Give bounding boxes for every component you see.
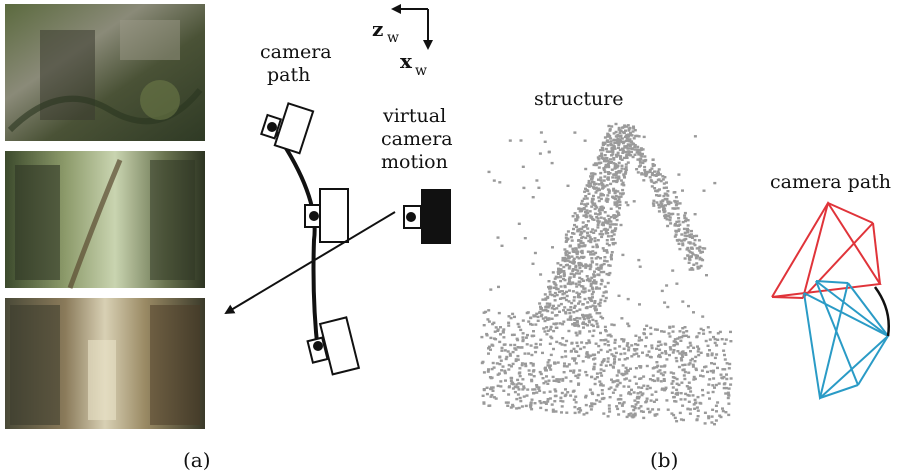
camera-frustums [771,201,890,400]
ruins-photo-middle [5,151,205,289]
structure-label: structure [534,88,624,110]
blue-frustum [803,280,890,400]
camera-3 [306,316,361,376]
virtual-label-line3: motion [381,151,448,173]
ruins-photo-top [5,4,205,141]
camera-path-diagram: camera path [224,4,453,376]
world-axes: z w x w [372,4,433,79]
structure-point-cloud [480,122,733,426]
virtual-motion-arrow [224,211,396,315]
axis-z-subscript: w [387,30,399,46]
caption-a: (a) [183,448,211,472]
virtual-label-line2: camera [381,128,453,150]
red-frustum [771,201,882,299]
caption-b: (b) [650,448,678,472]
camera-path-label-line2: path [267,64,310,86]
photo-strip [5,4,205,429]
ruins-photo-bottom [5,298,205,429]
camera-2 [304,188,349,243]
virtual-camera [403,189,451,244]
axis-x-label: x [400,49,413,73]
virtual-label-line1: virtual [382,105,446,127]
camera-path-curve [270,125,320,353]
camera-1 [260,102,315,155]
axis-x-subscript: w [415,63,427,79]
axis-z-label: z [372,17,383,41]
camera-path-label-line1: camera [260,41,332,63]
camera-path-arc [873,286,890,337]
camera-path-right-label: camera path [770,171,891,193]
